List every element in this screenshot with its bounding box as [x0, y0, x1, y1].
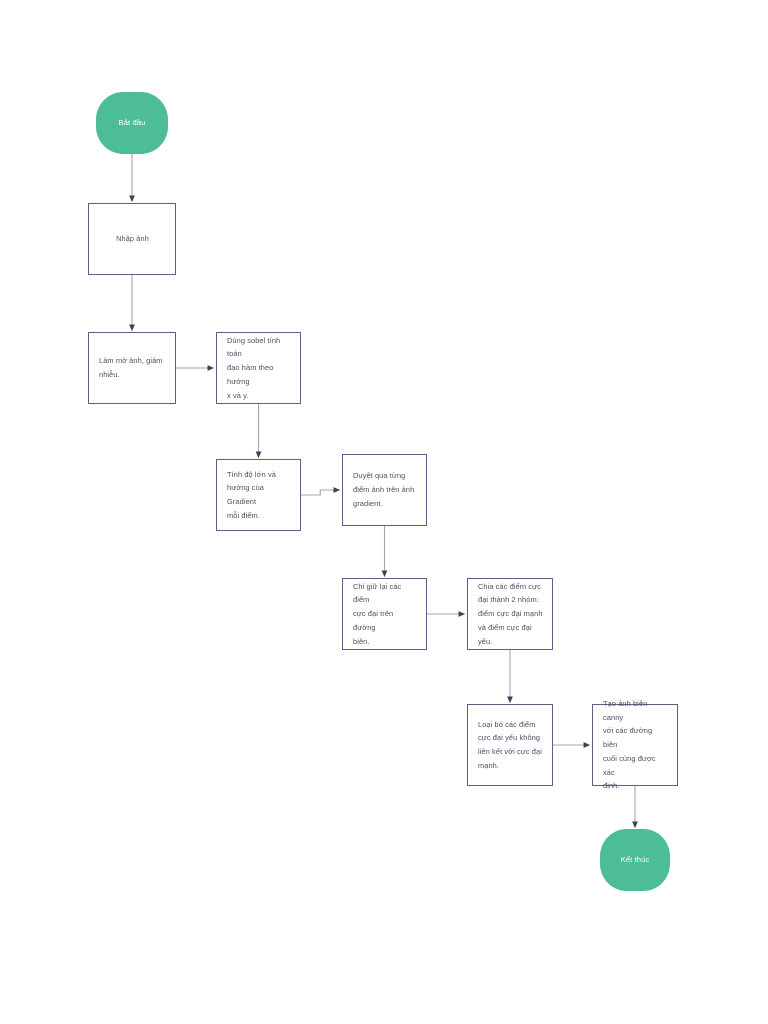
flowchart-node-gradient[interactable]: Tính độ lớn và hướng của Gradient mỗi đi…	[216, 459, 301, 531]
flowchart-node-end[interactable]: Kết thúc	[600, 829, 670, 891]
flowchart-edge-gradient-to-scan	[301, 487, 341, 496]
flowchart-node-nonmax[interactable]: Chỉ giữ lại các điểm cực đại trên đường …	[342, 578, 427, 650]
flowchart-node-threshold[interactable]: Chia các điểm cực đại thành 2 nhóm: điểm…	[467, 578, 553, 650]
flowchart-node-input[interactable]: Nhập ảnh	[88, 203, 176, 275]
flowchart-node-sobel[interactable]: Dùng sobel tính toán đạo hàm theo hướng …	[216, 332, 301, 404]
flowchart-node-label-hysteresis: Loại bỏ các điểm cực đại yếu không liên …	[478, 719, 542, 770]
flowchart-node-label-sobel: Dùng sobel tính toán đạo hàm theo hướng …	[227, 335, 281, 400]
flowchart-node-label-output: Tạo ảnh biên canny với các đường biên cu…	[603, 699, 656, 791]
flowchart-node-label-input: Nhập ảnh	[116, 234, 149, 244]
flowchart-node-label-threshold: Chia các điểm cực đại thành 2 nhóm: điểm…	[478, 581, 543, 646]
flowchart-node-label-nonmax: Chỉ giữ lại các điểm cực đại trên đường …	[353, 581, 402, 646]
flowchart-node-hysteresis[interactable]: Loại bỏ các điểm cực đại yếu không liên …	[467, 704, 553, 786]
flowchart-node-start[interactable]: Bắt đầu	[96, 92, 168, 154]
flowchart-node-label-end: Kết thúc	[620, 854, 650, 864]
flowchart-node-scan[interactable]: Duyệt qua từng điểm ảnh trên ảnh gradien…	[342, 454, 427, 526]
flowchart-node-label-scan: Duyệt qua từng điểm ảnh trên ảnh gradien…	[353, 471, 415, 508]
flowchart-node-label-gradient: Tính độ lớn và hướng của Gradient mỗi đi…	[227, 469, 276, 520]
flowchart-node-blur[interactable]: Làm mờ ảnh, giảm nhiễu.	[88, 332, 176, 404]
flowchart-node-label-start: Bắt đầu	[118, 117, 146, 127]
flowchart-node-label-blur: Làm mờ ảnh, giảm nhiễu.	[99, 356, 163, 379]
flowchart-node-output[interactable]: Tạo ảnh biên canny với các đường biên cu…	[592, 699, 678, 790]
